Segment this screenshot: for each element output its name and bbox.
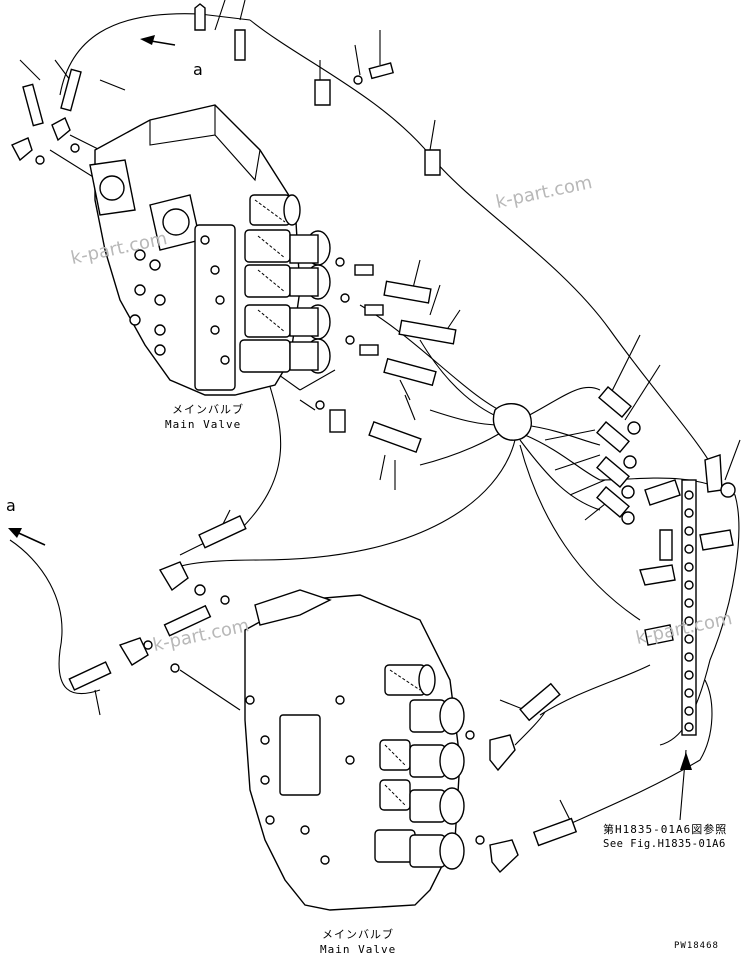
upper-valve-label-en: Main Valve — [165, 418, 242, 431]
lower-valve-label-en: Main Valve — [320, 943, 397, 956]
upper-left-fittings — [11, 68, 82, 165]
lower-valve-label-jp: メインバルブ — [322, 928, 394, 941]
callout-a-left: a — [6, 496, 16, 515]
lower-main-valve — [244, 589, 519, 911]
reference-arrowhead — [680, 752, 692, 770]
drawing-code: PW18468 — [674, 941, 719, 951]
top-clamps — [194, 3, 441, 176]
manifold-ports — [684, 490, 694, 732]
right-side-assembly — [519, 386, 736, 847]
figure-reference-jp: 第H1835-01A6図参照 — [603, 823, 728, 836]
hose-clamp-band — [492, 403, 532, 441]
upper-valve-bolts — [129, 235, 230, 365]
lower-valve-spools — [374, 664, 465, 870]
upper-main-valve — [89, 104, 331, 396]
lower-left-fittings — [68, 515, 247, 691]
middle-fittings — [315, 257, 532, 454]
upper-valve-label-jp: メインバルブ — [172, 403, 244, 416]
lower-valve-bolts — [245, 695, 355, 865]
figure-reference-en: See Fig.H1835-01A6 — [603, 838, 726, 850]
upper-valve-spools — [239, 194, 331, 374]
callout-arrows — [8, 35, 692, 770]
callout-a-top: a — [193, 60, 203, 79]
